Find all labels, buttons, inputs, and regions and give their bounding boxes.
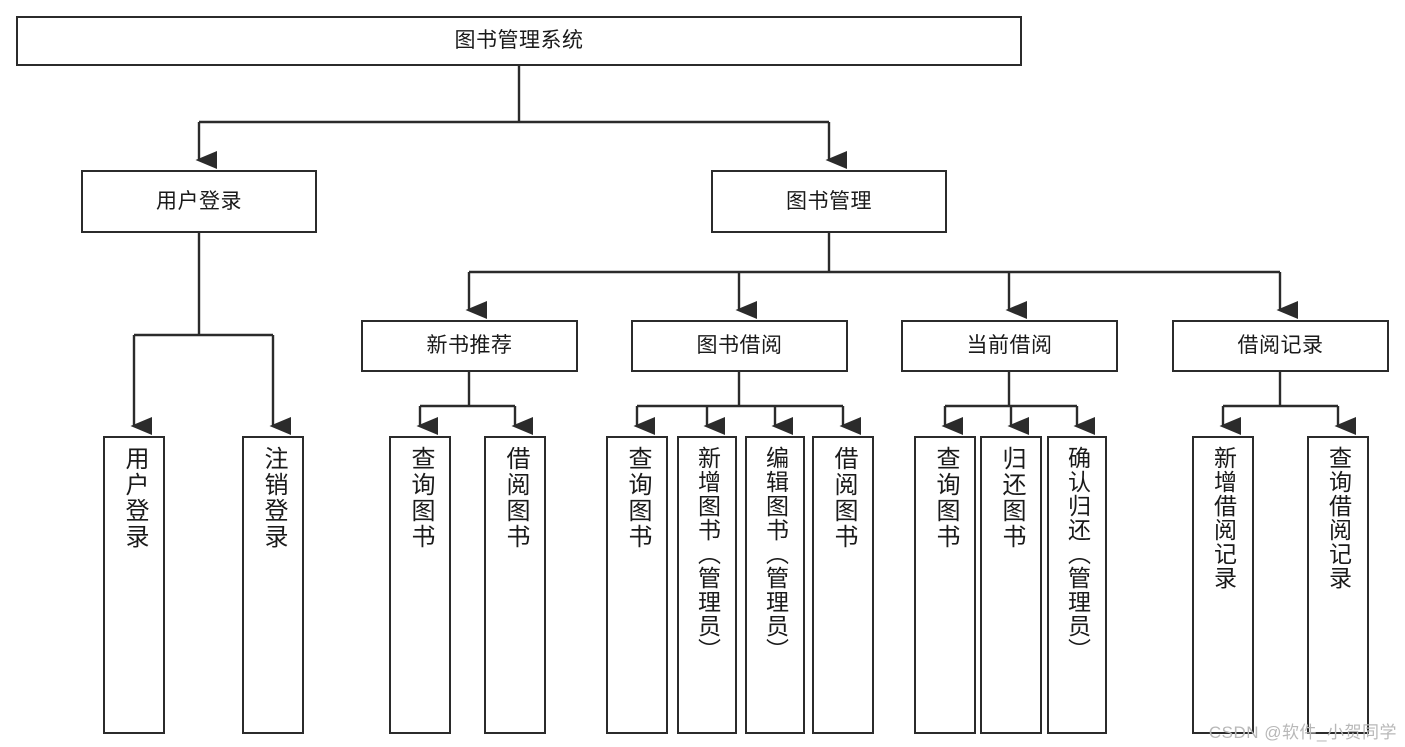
node-label: 图书借阅: [696, 334, 783, 358]
node-leaf-add-borrow-record[interactable]: 新增借阅记录: [1192, 436, 1254, 734]
node-label: 新增图书（管理员）: [694, 446, 721, 662]
node-label: 查询图书: [624, 446, 651, 550]
node-label: 归还图书: [998, 446, 1025, 550]
node-current-borrow[interactable]: 当前借阅: [901, 320, 1118, 372]
node-new-book-recommend[interactable]: 新书推荐: [361, 320, 578, 372]
node-leaf-query-book-borrow[interactable]: 查询图书: [606, 436, 668, 734]
node-label: 新增借阅记录: [1210, 446, 1237, 590]
node-leaf-borrow-book-borrow[interactable]: 借阅图书: [812, 436, 874, 734]
node-label: 查询借阅记录: [1325, 446, 1352, 590]
node-leaf-query-borrow-record[interactable]: 查询借阅记录: [1307, 436, 1369, 734]
node-label: 新书推荐: [426, 334, 513, 358]
node-label: 当前借阅: [966, 334, 1053, 358]
node-label: 注销登录: [260, 446, 287, 550]
node-leaf-logout[interactable]: 注销登录: [242, 436, 304, 734]
node-leaf-return-book[interactable]: 归还图书: [980, 436, 1042, 734]
csdn-watermark: CSDN @软件_小贺同学: [1208, 723, 1397, 742]
node-label: 用户登录: [121, 446, 148, 550]
node-root-book-management-system[interactable]: 图书管理系统: [16, 16, 1022, 66]
node-label: 图书管理: [786, 189, 872, 213]
node-label: 借阅图书: [502, 446, 529, 550]
node-label: 查询图书: [407, 446, 434, 550]
node-label: 借阅记录: [1237, 334, 1324, 358]
node-book-borrow[interactable]: 图书借阅: [631, 320, 848, 372]
node-label: 用户登录: [156, 189, 242, 213]
node-leaf-edit-book-admin[interactable]: 编辑图书（管理员）: [745, 436, 805, 734]
node-label: 确认归还（管理员）: [1064, 446, 1091, 662]
node-user-login[interactable]: 用户登录: [81, 170, 317, 233]
node-leaf-borrow-book-recommend[interactable]: 借阅图书: [484, 436, 546, 734]
node-label: 查询图书: [932, 446, 959, 550]
node-book-management[interactable]: 图书管理: [711, 170, 947, 233]
node-label: 编辑图书（管理员）: [762, 446, 789, 662]
node-borrow-record[interactable]: 借阅记录: [1172, 320, 1389, 372]
node-leaf-add-book-admin[interactable]: 新增图书（管理员）: [677, 436, 737, 734]
node-label: 图书管理系统: [454, 29, 584, 53]
node-leaf-user-login[interactable]: 用户登录: [103, 436, 165, 734]
node-label: 借阅图书: [830, 446, 857, 550]
node-leaf-query-book-recommend[interactable]: 查询图书: [389, 436, 451, 734]
node-leaf-query-book-current[interactable]: 查询图书: [914, 436, 976, 734]
node-leaf-confirm-return-admin[interactable]: 确认归还（管理员）: [1047, 436, 1107, 734]
